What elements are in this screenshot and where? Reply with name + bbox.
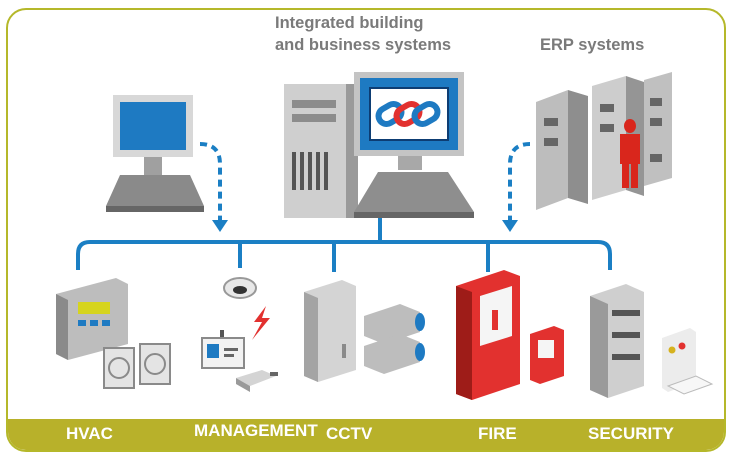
category-label-fire: FIRE	[478, 424, 517, 443]
data-flow-arrow-right	[502, 142, 531, 232]
chain-link-icon	[375, 101, 441, 128]
integrated-title-line1: Integrated building	[275, 14, 424, 32]
card-reader-icon	[201, 330, 278, 392]
main-computer-icon	[354, 72, 474, 218]
computer-icon	[106, 95, 204, 212]
category-label-cctv: CCTV	[326, 424, 373, 443]
network-bus	[76, 210, 612, 272]
fire-panel-icon	[456, 270, 564, 400]
hvac-controller-icon	[56, 278, 128, 360]
integrated-systems-title: Integrated building and business systems	[275, 12, 451, 56]
camera-icon	[364, 304, 425, 374]
thermostat-dial-icon	[103, 343, 171, 389]
cctv-unit-icon	[304, 280, 356, 382]
erp-cabinet-icon	[536, 72, 672, 210]
person-icon	[620, 119, 640, 188]
server-tower-icon	[284, 84, 358, 218]
data-flow-arrow-left	[199, 142, 228, 232]
asset-tag-icon	[223, 277, 270, 340]
category-label-security: SECURITY	[588, 424, 674, 443]
category-footer-bar: HVAC ASSET MANAGEMENT CCTV FIRE SECURITY	[8, 405, 724, 450]
diagram-frame: Integrated building and business systems…	[6, 8, 726, 452]
security-panel-icon	[590, 284, 714, 398]
integrated-title-line2: and business systems	[275, 36, 452, 54]
systems-diagram	[56, 72, 714, 400]
asset-label-line2: MANAGEMENT	[194, 421, 318, 440]
category-label-hvac: HVAC	[66, 424, 113, 443]
asset-label-line1: ASSET	[227, 404, 285, 423]
category-label-asset-management: ASSET MANAGEMENT	[194, 405, 318, 439]
erp-systems-title: ERP systems	[540, 36, 645, 54]
